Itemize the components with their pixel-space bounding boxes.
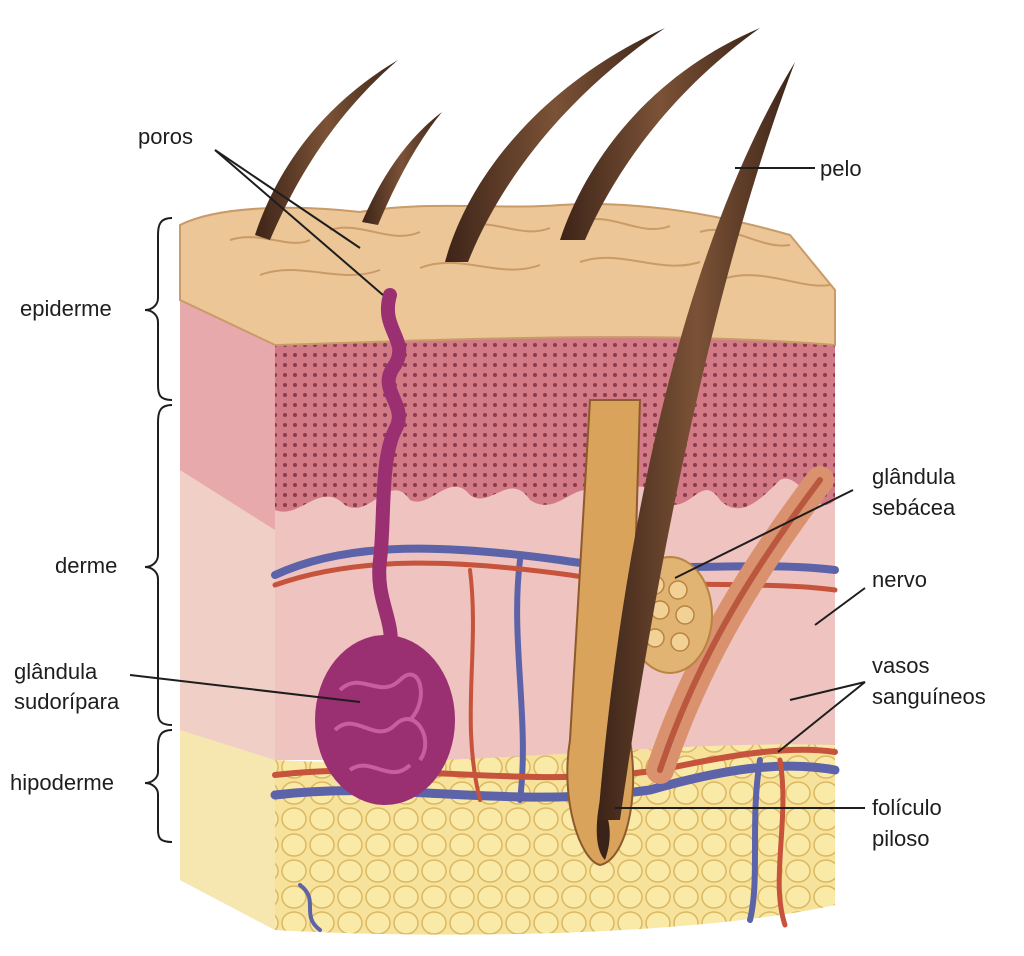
block-left-face bbox=[180, 225, 275, 930]
label-hipoderme: hipoderme bbox=[10, 770, 114, 795]
layer-brackets bbox=[144, 217, 173, 843]
label-epiderme: epiderme bbox=[20, 296, 112, 321]
label-foliculo-line1: folículo bbox=[872, 795, 942, 820]
label-vasos-line2: sanguíneos bbox=[872, 684, 986, 709]
label-glandula-sudoripara-line1: glândula bbox=[14, 659, 98, 684]
leader-lines bbox=[129, 149, 866, 809]
sweat-gland bbox=[315, 288, 455, 805]
epidermis-surface bbox=[179, 203, 836, 347]
label-nervo: nervo bbox=[872, 567, 928, 592]
label-glandula-sebacea-line1: glândula bbox=[872, 464, 956, 489]
label-glandula-sebacea-line2: sebácea bbox=[872, 495, 956, 520]
hairs bbox=[255, 28, 795, 820]
label-vasos-line1: vasos bbox=[872, 653, 930, 678]
label-glandula-sudoripara-line2: sudorípara bbox=[14, 689, 120, 714]
label-derme: derme bbox=[55, 553, 118, 578]
label-poros: poros bbox=[138, 124, 194, 149]
label-pelo: pelo bbox=[820, 156, 862, 181]
label-foliculo-line2: piloso bbox=[872, 826, 930, 851]
